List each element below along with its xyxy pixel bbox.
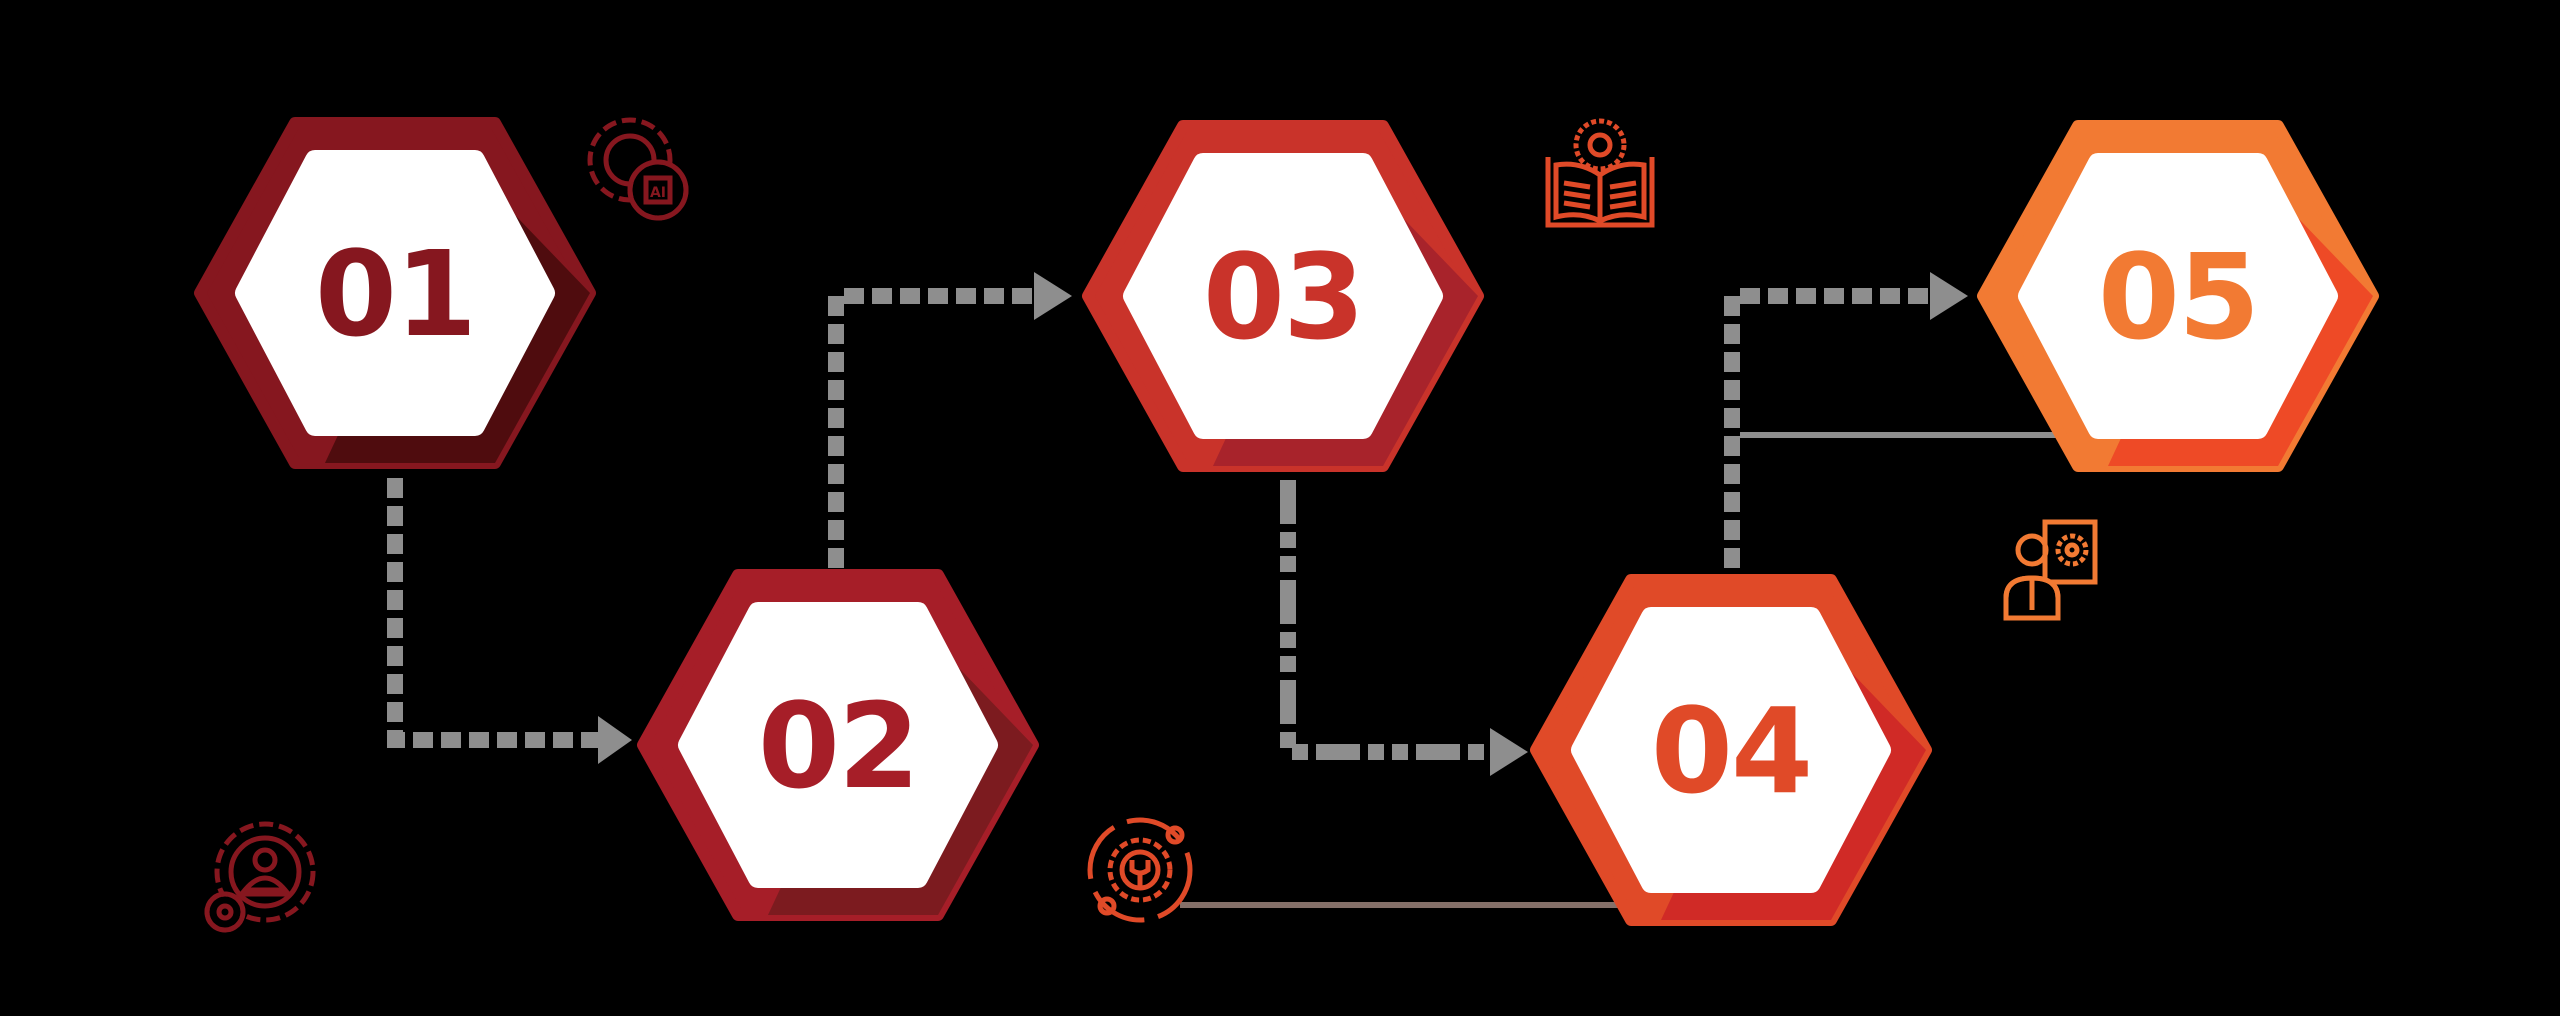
step-02-hexagon[interactable]: 02 [637, 569, 1039, 921]
gear-ai-chip-icon: AI [587, 117, 689, 221]
hexagon-inner [678, 602, 998, 888]
arrow-head-icon [1490, 728, 1528, 776]
step-03-hexagon[interactable]: 03 [1082, 120, 1484, 472]
book-brain-icon [1545, 118, 1655, 228]
step-number: 02 [758, 677, 918, 815]
step-number: 05 [2098, 228, 2258, 366]
hexagon-inner [1571, 607, 1891, 893]
step-number: 01 [315, 225, 475, 363]
connector-01-02 [387, 478, 632, 764]
hexagon-inner [235, 150, 555, 436]
step-01-hexagon[interactable]: 01 [194, 117, 596, 469]
step-04-hexagon[interactable]: 04 [1530, 574, 1932, 926]
connector-03-04 [1280, 480, 1528, 776]
arrow-head-icon [598, 716, 632, 764]
step-number: 04 [1651, 682, 1811, 820]
arrow-head-icon [1930, 272, 1968, 320]
presenter-gear-board-icon [2003, 519, 2098, 621]
connector-04-05 [1724, 272, 1968, 568]
gear-wrench-orbit-icon [1087, 817, 1193, 923]
gear-person-icon [204, 821, 316, 933]
arrow-head-icon [1034, 272, 1072, 320]
step-number: 03 [1203, 228, 1363, 366]
hexagon-inner [1123, 153, 1443, 439]
hexagon-inner [2018, 153, 2338, 439]
step-05-hexagon[interactable]: 05 [1977, 120, 2379, 472]
connector-02-03 [828, 272, 1072, 568]
svg-text:AI: AI [650, 185, 666, 201]
